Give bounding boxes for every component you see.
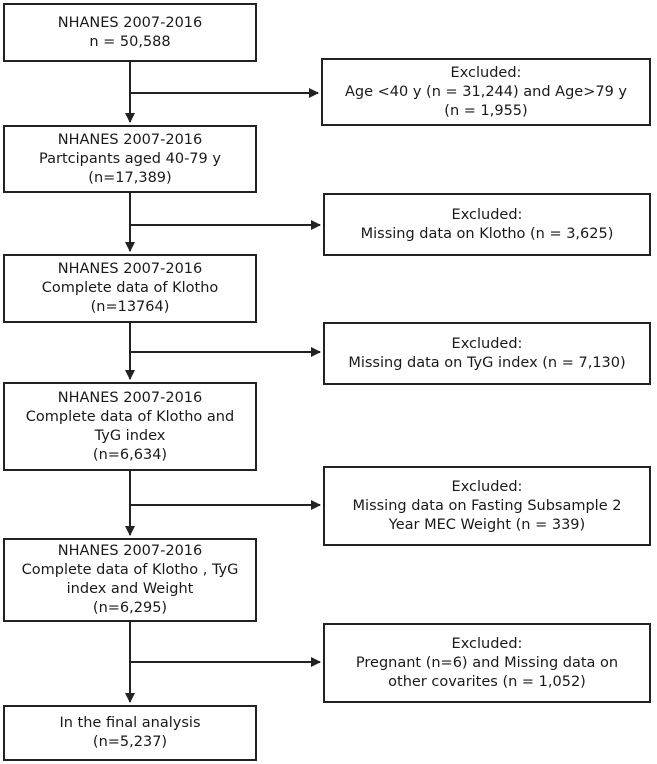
excluded-box-2-line-2: Missing data on Klotho (n = 3,625): [360, 225, 614, 242]
main-box-1-line-1: NHANES 2007-2016: [57, 14, 203, 31]
main-box-4-line-2: Complete data of Klotho and: [25, 408, 235, 425]
main-box-1-line-2: n = 50,588: [89, 33, 171, 50]
excluded-box-4-line-2: Missing data on Fasting Subsample 2: [352, 497, 622, 514]
main-box-2-line-2: Partcipants aged 40-79 y: [39, 150, 221, 167]
excluded-box-3-line-2: Missing data on TyG index (n = 7,130): [348, 354, 626, 371]
excluded-box-5-line-1: Excluded:: [451, 635, 523, 652]
main-box-6-line-2: (n=5,237): [92, 734, 168, 750]
excluded-box-4: Excluded: Missing data on Fasting Subsam…: [323, 466, 651, 546]
main-box-3-line-2: Complete data of Klotho: [41, 280, 219, 296]
excluded-box-5-line-2: Pregnant (n=6) and Missing data on: [355, 654, 619, 671]
main-box-5-line-3: index and Weight: [66, 581, 194, 597]
excluded-box-3: Excluded: Missing data on TyG index (n =…: [323, 322, 651, 385]
excluded-box-1-line-2: Age <40 y (n = 31,244) and Age>79 y: [345, 83, 627, 100]
excluded-box-5: Excluded: Pregnant (n=6) and Missing dat…: [323, 623, 651, 703]
main-box-5: NHANES 2007-2016 Complete data of Klotho…: [3, 538, 257, 622]
main-box-2-line-3: (n=17,389): [88, 169, 172, 186]
main-box-2: NHANES 2007-2016 Partcipants aged 40-79 …: [3, 125, 257, 193]
main-box-4-line-4: (n=6,634): [92, 446, 168, 463]
main-box-4-line-3: TyG index: [94, 427, 166, 444]
main-box-5-line-4: (n=6,295): [92, 600, 168, 616]
excluded-box-4-line-1: Excluded:: [451, 478, 523, 495]
excluded-box-5-line-3: other covarites (n = 1,052): [388, 673, 586, 690]
main-box-2-line-1: NHANES 2007-2016: [57, 131, 203, 148]
main-box-6-line-1: In the final analysis: [59, 715, 201, 731]
main-box-1: NHANES 2007-2016 n = 50,588: [3, 3, 257, 62]
excluded-box-3-line-1: Excluded:: [451, 335, 523, 352]
excluded-box-1: Excluded: Age <40 y (n = 31,244) and Age…: [321, 58, 651, 126]
main-box-3-line-1: NHANES 2007-2016: [57, 261, 203, 277]
main-box-3: NHANES 2007-2016 Complete data of Klotho…: [3, 254, 257, 323]
excluded-box-4-line-3: Year MEC Weight (n = 339): [388, 516, 586, 533]
main-box-4: NHANES 2007-2016 Complete data of Klotho…: [3, 382, 257, 471]
main-box-4-line-1: NHANES 2007-2016: [57, 389, 203, 406]
excluded-box-2: Excluded: Missing data on Klotho (n = 3,…: [323, 193, 651, 256]
excluded-box-1-line-3: (n = 1,955): [444, 102, 528, 119]
excluded-box-2-line-1: Excluded:: [451, 206, 523, 223]
main-box-3-line-3: (n=13764): [90, 299, 170, 315]
excluded-box-1-line-1: Excluded:: [450, 64, 522, 81]
main-box-5-line-1: NHANES 2007-2016: [57, 543, 203, 559]
main-box-5-line-2: Complete data of Klotho , TyG: [21, 562, 239, 578]
main-box-6: In the final analysis (n=5,237): [3, 705, 257, 761]
